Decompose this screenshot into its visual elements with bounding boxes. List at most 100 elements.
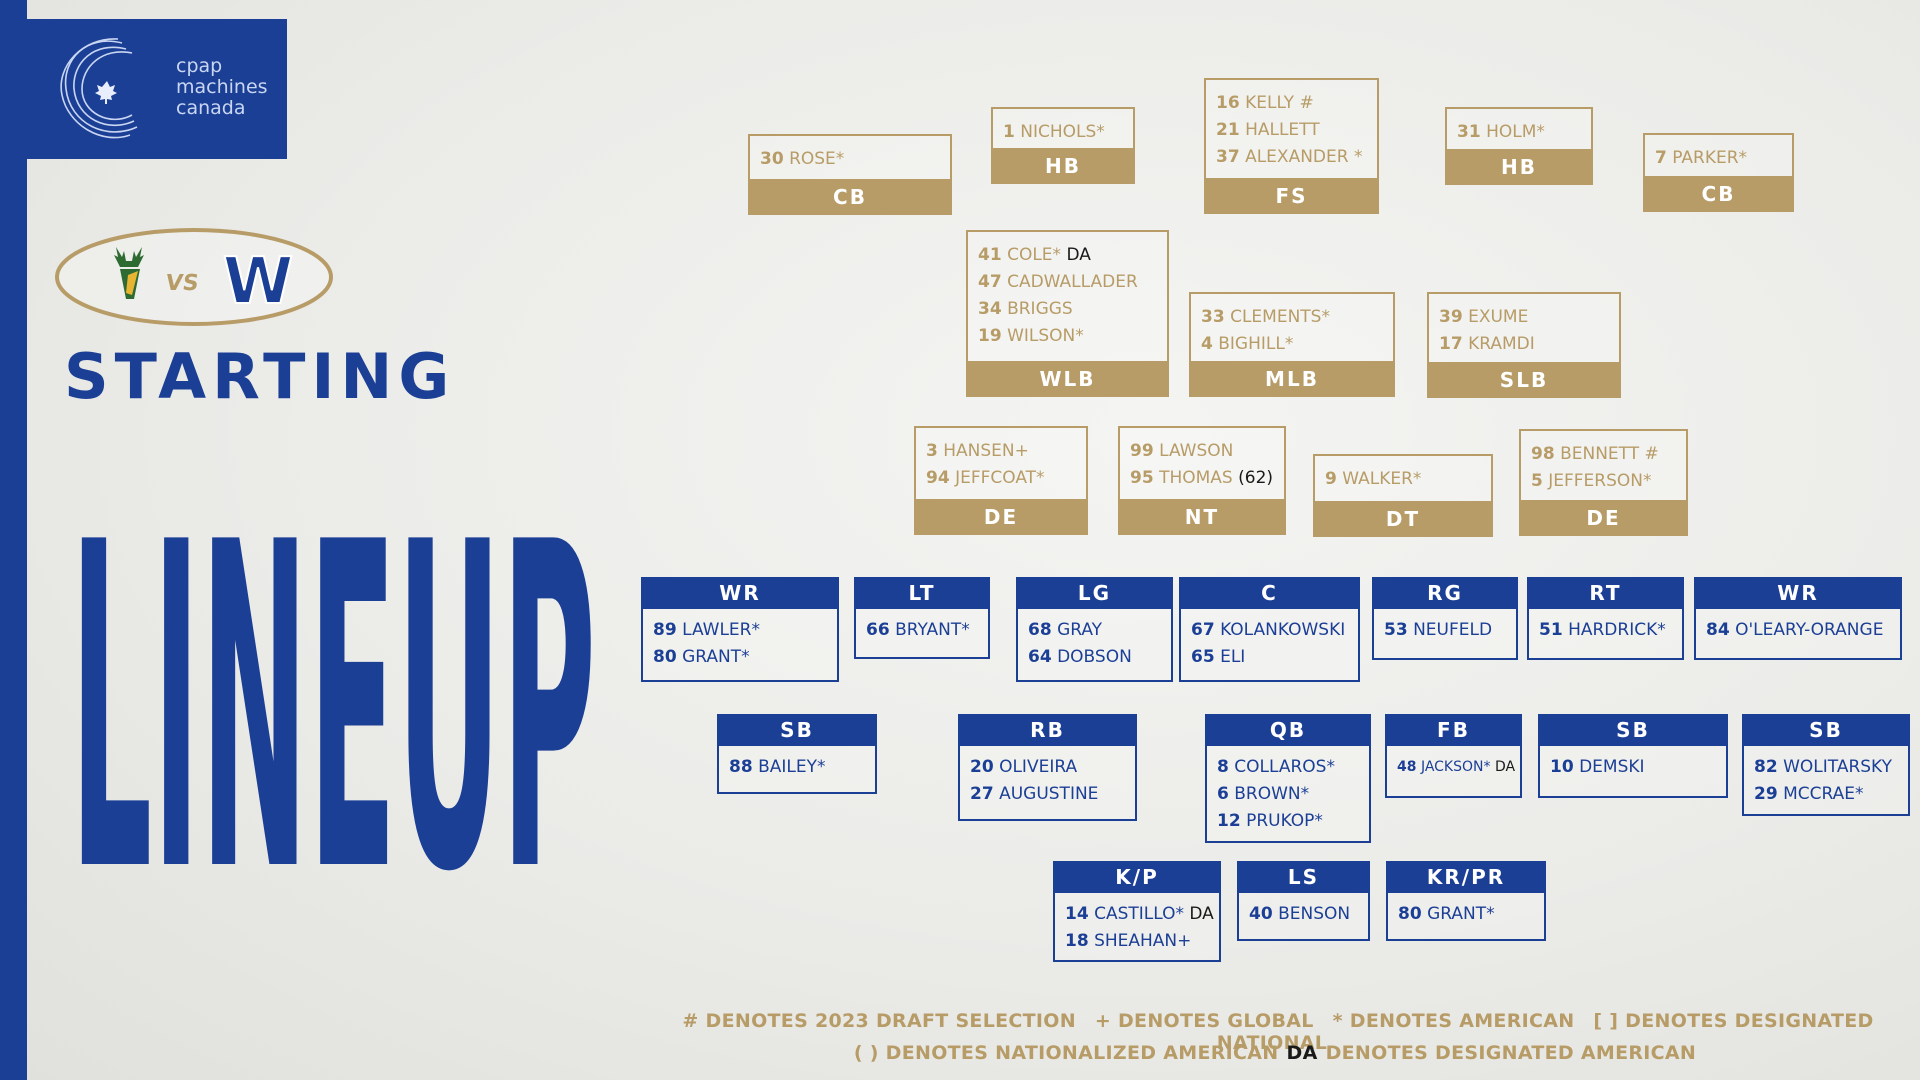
defense-dt: 9 WALKER* DT <box>1313 454 1493 537</box>
player-row: 39 EXUME <box>1439 307 1529 327</box>
offense-sb-left: SB 88 BAILEY* <box>717 714 877 794</box>
sponsor-line-2: machines <box>176 76 268 98</box>
offense-lt: LT 66 BRYANT* <box>854 577 990 659</box>
player-row: 4 BIGHILL* <box>1201 334 1294 354</box>
player-row: 98 BENNETT # <box>1531 444 1659 464</box>
defense-slb: 39 EXUME 17 KRAMDI SLB <box>1427 292 1621 398</box>
title-starting: STARTING <box>64 340 456 413</box>
offense-c: C 67 KOLANKOWSKI 65 ELI <box>1179 577 1360 682</box>
player-row: 34 BRIGGS <box>978 299 1073 319</box>
player-row: 9 WALKER* <box>1325 469 1422 489</box>
player-row: 68 GRAY <box>1028 620 1103 640</box>
position-label: K/P <box>1053 861 1221 893</box>
position-label: SB <box>1538 714 1728 746</box>
player-row: 12 PRUKOP* <box>1217 811 1323 831</box>
special-ls: LS 40 BENSON <box>1237 861 1370 941</box>
position-label: FS <box>1204 178 1379 214</box>
position-label: NT <box>1118 499 1286 535</box>
player-row: 1 NICHOLS* <box>1003 122 1105 142</box>
blue-bombers-logo-icon: W <box>222 244 295 320</box>
position-label: RG <box>1372 577 1518 609</box>
position-label: DE <box>914 499 1088 535</box>
player-row: 5 JEFFERSON* <box>1531 471 1652 491</box>
player-row: 19 WILSON* <box>978 326 1084 346</box>
player-row: 99 LAWSON <box>1130 441 1234 461</box>
player-row: 16 KELLY # <box>1216 93 1314 113</box>
defense-nt: 99 LAWSON 95 THOMAS (62) NT <box>1118 426 1286 535</box>
player-row: 48 JACKSON* DA <box>1397 759 1516 775</box>
position-label: HB <box>991 148 1135 184</box>
player-row: 18 SHEAHAN+ <box>1065 931 1192 951</box>
defense-de-left: 3 HANSEN+ 94 JEFFCOAT* DE <box>914 426 1088 535</box>
player-row: 84 O'LEARY-ORANGE <box>1706 620 1884 640</box>
player-row: 65 ELI <box>1191 647 1246 667</box>
sponsor-line-1: cpap <box>176 55 223 77</box>
position-label: WR <box>641 577 839 609</box>
player-row: 10 DEMSKI <box>1550 757 1645 777</box>
player-row: 66 BRYANT* <box>866 620 970 640</box>
position-label: CB <box>1643 176 1794 212</box>
player-row: 33 CLEMENTS* <box>1201 307 1330 327</box>
player-row: 17 KRAMDI <box>1439 334 1535 354</box>
offense-sb-mid: SB 10 DEMSKI <box>1538 714 1728 798</box>
offense-qb: QB 8 COLLAROS* 6 BROWN* 12 PRUKOP* <box>1205 714 1371 843</box>
offense-fb: FB 48 JACKSON* DA <box>1385 714 1522 798</box>
player-row: 21 HALLETT <box>1216 120 1320 140</box>
matchup-badge: VS W <box>55 228 333 326</box>
svg-text:W: W <box>223 245 294 319</box>
defense-cb-left: 30 ROSE* CB <box>748 134 952 215</box>
position-label: LG <box>1016 577 1173 609</box>
player-row: 14 CASTILLO* DA <box>1065 904 1214 924</box>
sponsor-name: cpap machines canada <box>176 56 268 119</box>
player-row: 37 ALEXANDER * <box>1216 147 1363 167</box>
position-label: FB <box>1385 714 1522 746</box>
player-row: 3 HANSEN+ <box>926 441 1029 461</box>
defense-hb-left: 1 NICHOLS* HB <box>991 107 1135 184</box>
elk-logo-icon <box>114 247 144 299</box>
player-row: 8 COLLAROS* <box>1217 757 1335 777</box>
position-label: DT <box>1313 501 1493 537</box>
player-row: 30 ROSE* <box>760 149 845 169</box>
player-row: 41 COLE* DA <box>978 245 1091 265</box>
position-label: HB <box>1445 149 1593 185</box>
player-row: 88 BAILEY* <box>729 757 826 777</box>
position-label: MLB <box>1189 361 1395 397</box>
player-row: 64 DOBSON <box>1028 647 1132 667</box>
sponsor-line-3: canada <box>176 97 246 119</box>
defense-fs: 16 KELLY # 21 HALLETT 37 ALEXANDER * FS <box>1204 78 1379 214</box>
player-row: 47 CADWALLADER <box>978 272 1138 292</box>
offense-rb: RB 20 OLIVEIRA 27 AUGUSTINE <box>958 714 1137 821</box>
offense-lg: LG 68 GRAY 64 DOBSON <box>1016 577 1173 682</box>
legend-da-code: DA <box>1286 1042 1318 1064</box>
special-kp: K/P 14 CASTILLO* DA 18 SHEAHAN+ <box>1053 861 1221 962</box>
legend-designated-american: DENOTES DESIGNATED AMERICAN <box>1325 1042 1697 1064</box>
legend-global: + DENOTES GLOBAL <box>1094 1010 1314 1032</box>
player-row: 82 WOLITARSKY <box>1754 757 1892 777</box>
position-label: C <box>1179 577 1360 609</box>
svg-text:LINEUP: LINEUP <box>70 450 596 876</box>
player-row: 40 BENSON <box>1249 904 1351 924</box>
player-row: 80 GRANT* <box>653 647 750 667</box>
defense-wlb: 41 COLE* DA 47 CADWALLADER 34 BRIGGS 19 … <box>966 230 1169 397</box>
defense-hb-right: 31 HOLM* HB <box>1445 107 1593 185</box>
player-row: 67 KOLANKOWSKI <box>1191 620 1346 640</box>
offense-wr-right: WR 84 O'LEARY-ORANGE <box>1694 577 1902 660</box>
legend-designated-national: [ ] DENOTES DESIGNATED NATIONAL <box>1216 1010 1874 1054</box>
sponsor-logo: cpap machines canada <box>0 19 287 159</box>
position-label: SLB <box>1427 362 1621 398</box>
defense-mlb: 33 CLEMENTS* 4 BIGHILL* MLB <box>1189 292 1395 397</box>
offense-sb-right: SB 82 WOLITARSKY 29 MCCRAE* <box>1742 714 1910 816</box>
special-krpr: KR/PR 80 GRANT* <box>1386 861 1546 941</box>
player-row: 94 JEFFCOAT* <box>926 468 1045 488</box>
vs-text: VS <box>164 270 200 296</box>
position-label: CB <box>748 179 952 215</box>
position-label: LT <box>854 577 990 609</box>
player-row: 29 MCCRAE* <box>1754 784 1864 804</box>
title-lineup: LINEUP <box>70 450 596 876</box>
offense-wr-left: WR 89 LAWLER* 80 GRANT* <box>641 577 839 682</box>
legend-draft: # DENOTES 2023 DRAFT SELECTION <box>682 1010 1076 1032</box>
player-row: 20 OLIVEIRA <box>970 757 1078 777</box>
legend-line-1: # DENOTES 2023 DRAFT SELECTION + DENOTES… <box>650 1010 1900 1054</box>
position-label: LS <box>1237 861 1370 893</box>
